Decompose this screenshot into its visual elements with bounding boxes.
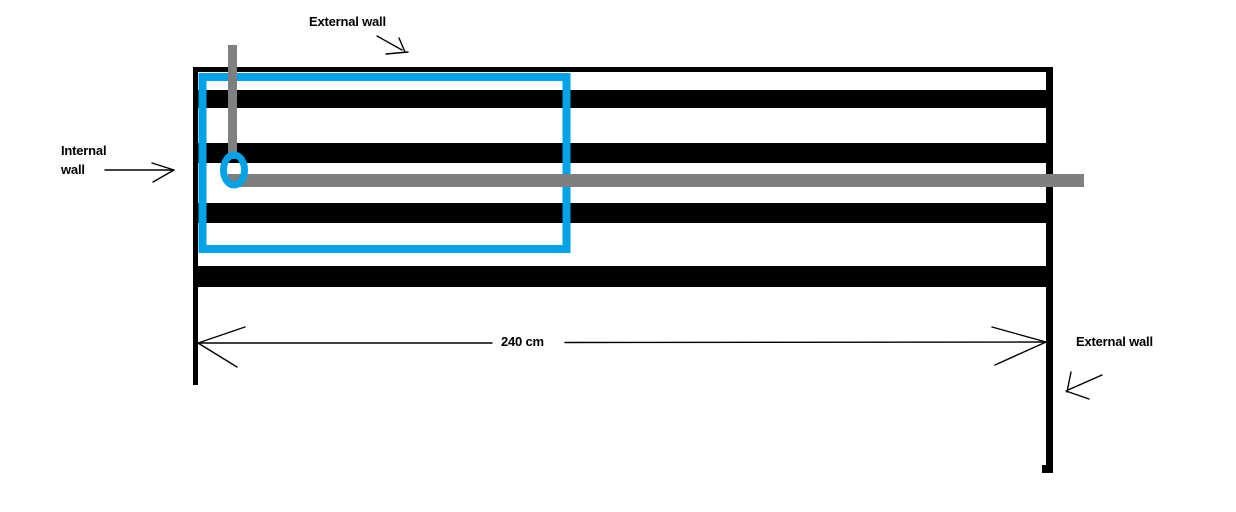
internal-wall-label-line2: wall: [61, 162, 85, 177]
internal-wall-arrowhead-a: [151, 162, 175, 171]
blue-highlight-rectangle: [198, 73, 571, 253]
external-wall-top-arrowhead-a: [398, 37, 406, 53]
joist-stripe-2: [197, 143, 1046, 163]
dimension-arrowhead-right: [991, 326, 1049, 366]
dimension-label-240cm: 240 cm: [501, 334, 544, 349]
external-wall-right-arrowhead-b: [1065, 390, 1090, 400]
dimension-arrow-240cm: [196, 326, 1049, 368]
left-internal-wall-line: [193, 67, 198, 385]
external-wall-top-label: External wall: [309, 14, 386, 29]
dimension-line-right-segment: [564, 341, 1047, 344]
dimension-arrowhead-left: [196, 326, 246, 368]
top-external-wall-line: [195, 67, 1050, 72]
pipe-runs: [228, 45, 1084, 187]
external-wall-top-arrow: [376, 35, 403, 51]
right-wall-foot: [1042, 465, 1053, 473]
internal-wall-arrowhead-b: [152, 169, 175, 183]
right-external-wall-line: [1046, 67, 1053, 473]
joist-stripe-1: [197, 90, 1046, 108]
joist-stripe-3: [197, 203, 1046, 223]
joist-stripe-4: [197, 266, 1046, 287]
external-wall-top-arrowhead-b: [385, 51, 409, 55]
internal-wall-label-line1: Internal: [61, 143, 107, 158]
wall-structure: [193, 67, 1053, 473]
blue-ring-connector: [220, 151, 248, 189]
annotation-arrows: [104, 35, 1103, 400]
external-wall-right-arrowhead-a: [1066, 371, 1072, 393]
pipe-horizontal-run: [228, 174, 1084, 187]
external-wall-right-arrow: [1067, 374, 1103, 391]
pipe-vertical-drop: [228, 45, 237, 159]
external-wall-right-label: External wall: [1076, 334, 1153, 349]
